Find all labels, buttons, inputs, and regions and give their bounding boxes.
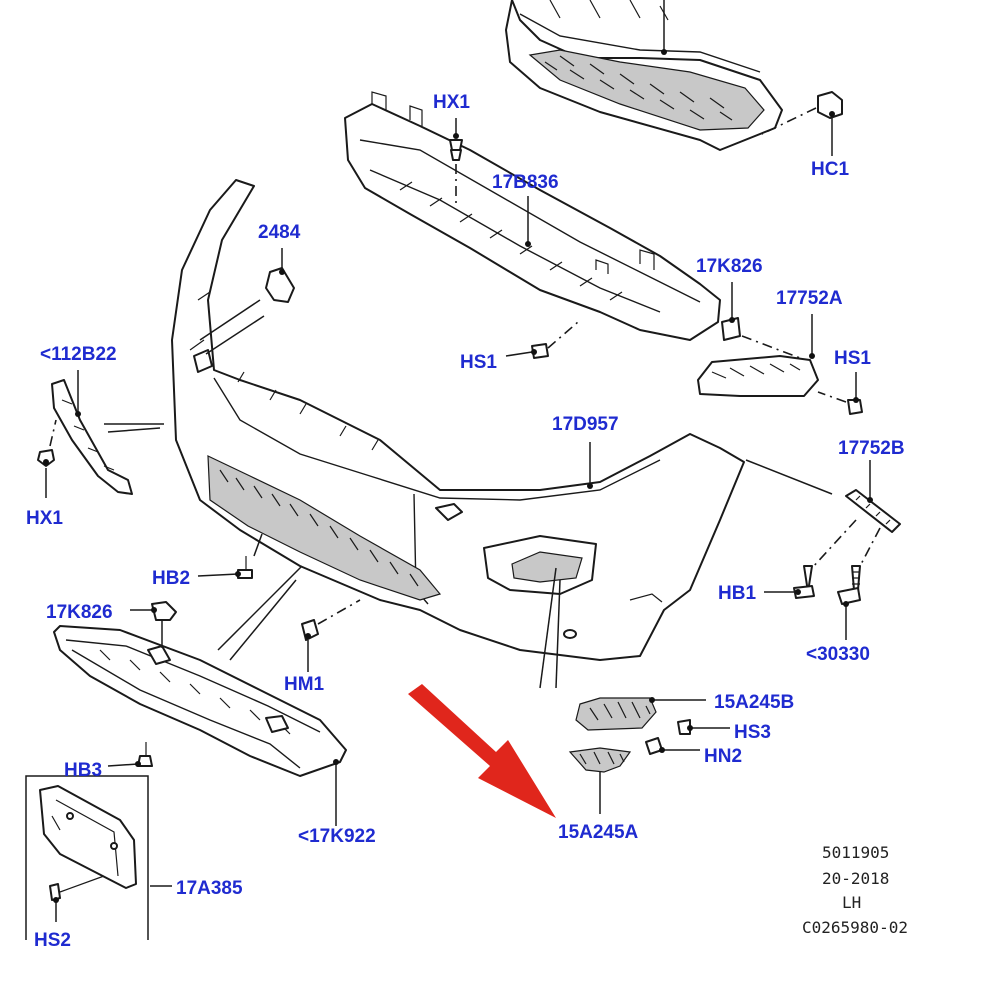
bottom-margin (0, 948, 1000, 1000)
bolt-hb1 (764, 565, 815, 599)
label-hb1: HB1 (718, 583, 756, 604)
label-112b22: <112B22 (40, 344, 117, 365)
fastener-hx1-left (37, 419, 57, 498)
label-hc1: HC1 (811, 159, 849, 180)
label-hb3: HB3 (64, 760, 102, 781)
reference-line-3: LH (842, 893, 861, 912)
bolt-hs1-right (817, 372, 863, 415)
screw-hs3 (677, 719, 730, 735)
trim-17752b (745, 459, 901, 571)
undershield-leaders (217, 565, 303, 661)
fog-bezel-15a245b (539, 567, 706, 731)
pointer-arrow (408, 684, 556, 818)
reference-line-1: 5011905 (822, 843, 889, 862)
fastener-hx1-top (449, 118, 463, 204)
label-hs1-right: HS1 (834, 348, 871, 369)
bracket-17k826-left (130, 601, 177, 648)
bolt-hb3 (107, 742, 153, 767)
reference-line-2: 20-2018 (822, 869, 889, 888)
reference-block: 5011905 20-2018 LH C0265980-02 (802, 843, 908, 937)
label-30330: <30330 (806, 644, 870, 665)
screw-30330 (837, 565, 861, 640)
label-17k826-right: 17K826 (696, 256, 763, 277)
label-17k826-left: 17K826 (46, 602, 113, 623)
label-17a385: 17A385 (176, 878, 243, 899)
label-17752a: 17752A (776, 288, 843, 309)
bolt-hb2 (197, 533, 263, 579)
bracket-17k826-right (721, 282, 801, 359)
reference-line-4: C0265980-02 (802, 918, 908, 937)
label-hs3: HS3 (734, 722, 771, 743)
undershield (53, 625, 347, 826)
nut-hn2 (645, 737, 700, 755)
licence-plate-bracket (25, 775, 172, 940)
label-15a245a: 15A245A (558, 822, 639, 843)
label-17752b: 17752B (838, 438, 905, 459)
label-hx1-top: HX1 (433, 92, 470, 113)
label-17d957: 17D957 (552, 414, 619, 435)
fastener-hm1 (301, 599, 361, 672)
label-hx1-left: HX1 (26, 508, 63, 529)
label-17k922: <17K922 (298, 826, 376, 847)
label-hs1-mid: HS1 (460, 352, 497, 373)
bracket-112b22 (51, 370, 164, 495)
bumper-reinforcement (344, 91, 721, 341)
bolt-hs1-mid (505, 321, 579, 359)
label-hb2: HB2 (152, 568, 190, 589)
trim-17752a (697, 314, 819, 397)
bumper-cover (171, 179, 745, 661)
part-labels: HX1 HC1 17B836 2484 17K826 17752A <112B2… (26, 92, 905, 951)
label-17b836: 17B836 (492, 172, 559, 193)
upper-grille (505, 0, 783, 151)
label-15a245b: 15A245B (714, 692, 794, 713)
label-2484: 2484 (258, 222, 301, 243)
clip-2484 (199, 248, 295, 355)
clip-hc1 (761, 91, 843, 156)
label-hm1: HM1 (284, 674, 325, 695)
label-hs2: HS2 (34, 930, 71, 951)
fog-bezel-15a245a (568, 747, 632, 814)
label-hn2: HN2 (704, 746, 742, 767)
